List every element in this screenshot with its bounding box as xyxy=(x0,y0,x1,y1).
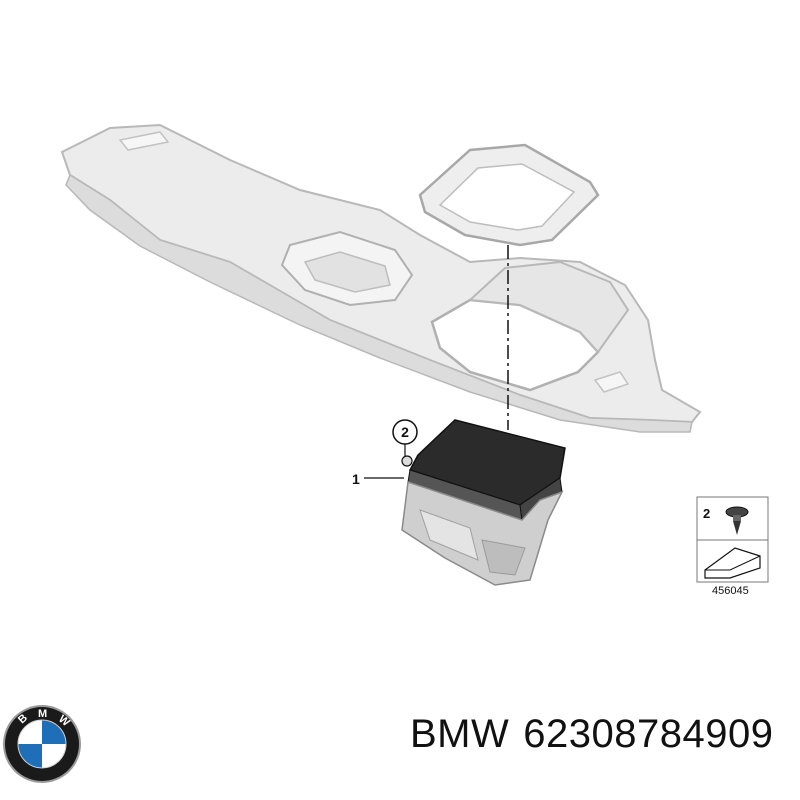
callout-2-label: 2 xyxy=(401,424,409,440)
legend-reference-code: 456045 xyxy=(712,585,749,597)
caption-part-number: 62308784909 xyxy=(523,712,774,756)
panel-icon xyxy=(704,547,761,579)
screw-icon xyxy=(725,506,749,535)
screw-legend: 2 456045 xyxy=(696,496,769,597)
trim-frame xyxy=(418,143,600,247)
dashboard-panel xyxy=(60,123,702,433)
caption-brand: BMW xyxy=(410,712,510,756)
display-unit xyxy=(401,419,566,586)
svg-text:M: M xyxy=(38,708,47,720)
callout-2: 2 xyxy=(392,419,418,456)
callout-1: 1 xyxy=(352,471,404,487)
part-caption: BMW 62308784909 xyxy=(410,712,773,757)
legend-item-number: 2 xyxy=(703,506,710,521)
bmw-logo: B M W xyxy=(3,705,81,783)
callout-1-label: 1 xyxy=(352,471,360,487)
